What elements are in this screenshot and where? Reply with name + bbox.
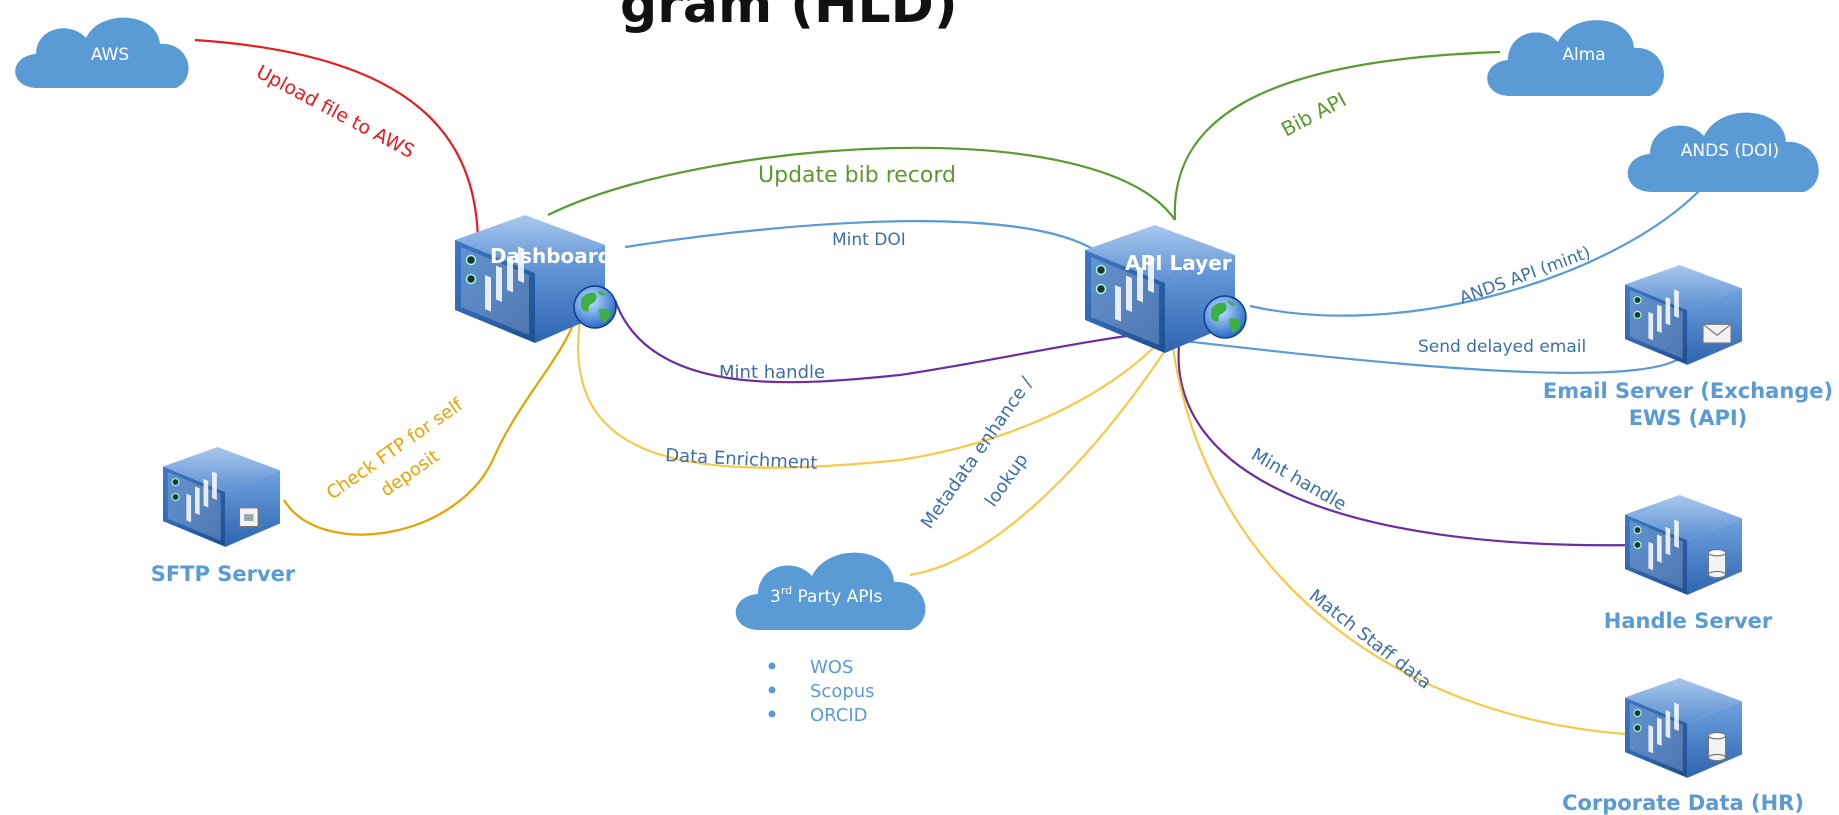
server-sftp [162, 446, 281, 548]
edge-mint-handle-right [1177, 334, 1636, 547]
globe-icon [573, 285, 617, 329]
edge-metadata-enhance [909, 339, 1173, 577]
caption-email-line1: Email Server (Exchange) [1543, 379, 1833, 403]
bullet-dot [768, 710, 776, 718]
cloud-alma: Alma [1487, 20, 1664, 97]
server-handle [1624, 494, 1743, 596]
edge-label-mint-doi: Mint DOI [832, 230, 906, 250]
cloud-aws: AWS [15, 17, 189, 88]
database-icon [1707, 549, 1727, 579]
edge-bib-api [1173, 50, 1501, 221]
cloud-label-ands: ANDS (DOI) [1681, 141, 1779, 161]
edges [194, 38, 1701, 737]
database-icon [1707, 732, 1727, 762]
edge-mint-handle-left [613, 299, 1176, 384]
server-api-layer: API Layer [1084, 224, 1247, 354]
third-party-suffix: Party APIs [792, 587, 882, 607]
cloud-label-aws: AWS [91, 45, 129, 65]
edge-label-upload-aws: Upload file to AWS [253, 61, 418, 163]
cloud-icon [15, 17, 189, 88]
diagram-title-fragment: gram (HLD) [620, 0, 958, 35]
globe-icon [1203, 295, 1247, 339]
cloud-icon [1627, 112, 1819, 192]
network-port-icon [238, 507, 259, 528]
edge-label-send-email: Send delayed email [1418, 337, 1586, 357]
server-title-dashboard: Dashboard [490, 244, 612, 268]
third-party-list: WOS Scopus ORCID [768, 657, 875, 726]
edge-label-bib-api: Bib API [1277, 87, 1350, 141]
edge-check-ftp [283, 319, 577, 536]
bullet-dot [768, 686, 776, 694]
edge-ands-api [1249, 189, 1701, 317]
list-item: WOS [810, 657, 853, 678]
list-item: Scopus [810, 681, 875, 702]
edge-label-update-bib: Update bib record [758, 163, 956, 188]
edge-send-email [1174, 338, 1690, 374]
envelope-icon [1702, 323, 1732, 344]
server-email [1624, 264, 1743, 366]
edge-label-mint-handle-left: Mint handle [719, 362, 825, 383]
edge-data-enrichment [577, 319, 1171, 469]
edge-label-ands-api: ANDS API (mint) [1457, 243, 1593, 309]
edge-label-metadata-line2: lookup [981, 450, 1032, 511]
caption-sftp: SFTP Server [151, 562, 296, 586]
third-party-prefix: 3 [770, 587, 781, 607]
cloud-label-alma: Alma [1562, 45, 1605, 65]
list-item: ORCID [810, 705, 868, 726]
cloud-icon [1487, 20, 1664, 97]
third-party-sup: rd [781, 584, 792, 597]
cloud-label-third-party: 3rd Party APIs [770, 584, 882, 607]
caption-email-line2: EWS (API) [1629, 406, 1748, 430]
edge-match-staff [1170, 339, 1641, 737]
edge-update-bib [547, 146, 1176, 221]
edge-label-data-enrichment: Data Enrichment [665, 445, 818, 474]
caption-handle: Handle Server [1604, 609, 1773, 633]
edge-mint-doi [624, 220, 1111, 263]
edge-upload-aws [194, 38, 480, 253]
cloud-icon [735, 552, 926, 630]
bullet-dot [768, 662, 776, 670]
server-title-api-layer: API Layer [1125, 251, 1232, 275]
server-dashboard: Dashboard [454, 214, 617, 344]
server-corporate [1624, 677, 1743, 779]
cloud-ands: ANDS (DOI) [1627, 112, 1819, 192]
cloud-third-party: 3rd Party APIs [735, 552, 926, 630]
caption-corporate: Corporate Data (HR) [1562, 791, 1804, 815]
edge-label-match-staff: Match Staff data [1305, 585, 1435, 693]
edge-label-mint-handle-right: Mint handle [1248, 444, 1350, 515]
